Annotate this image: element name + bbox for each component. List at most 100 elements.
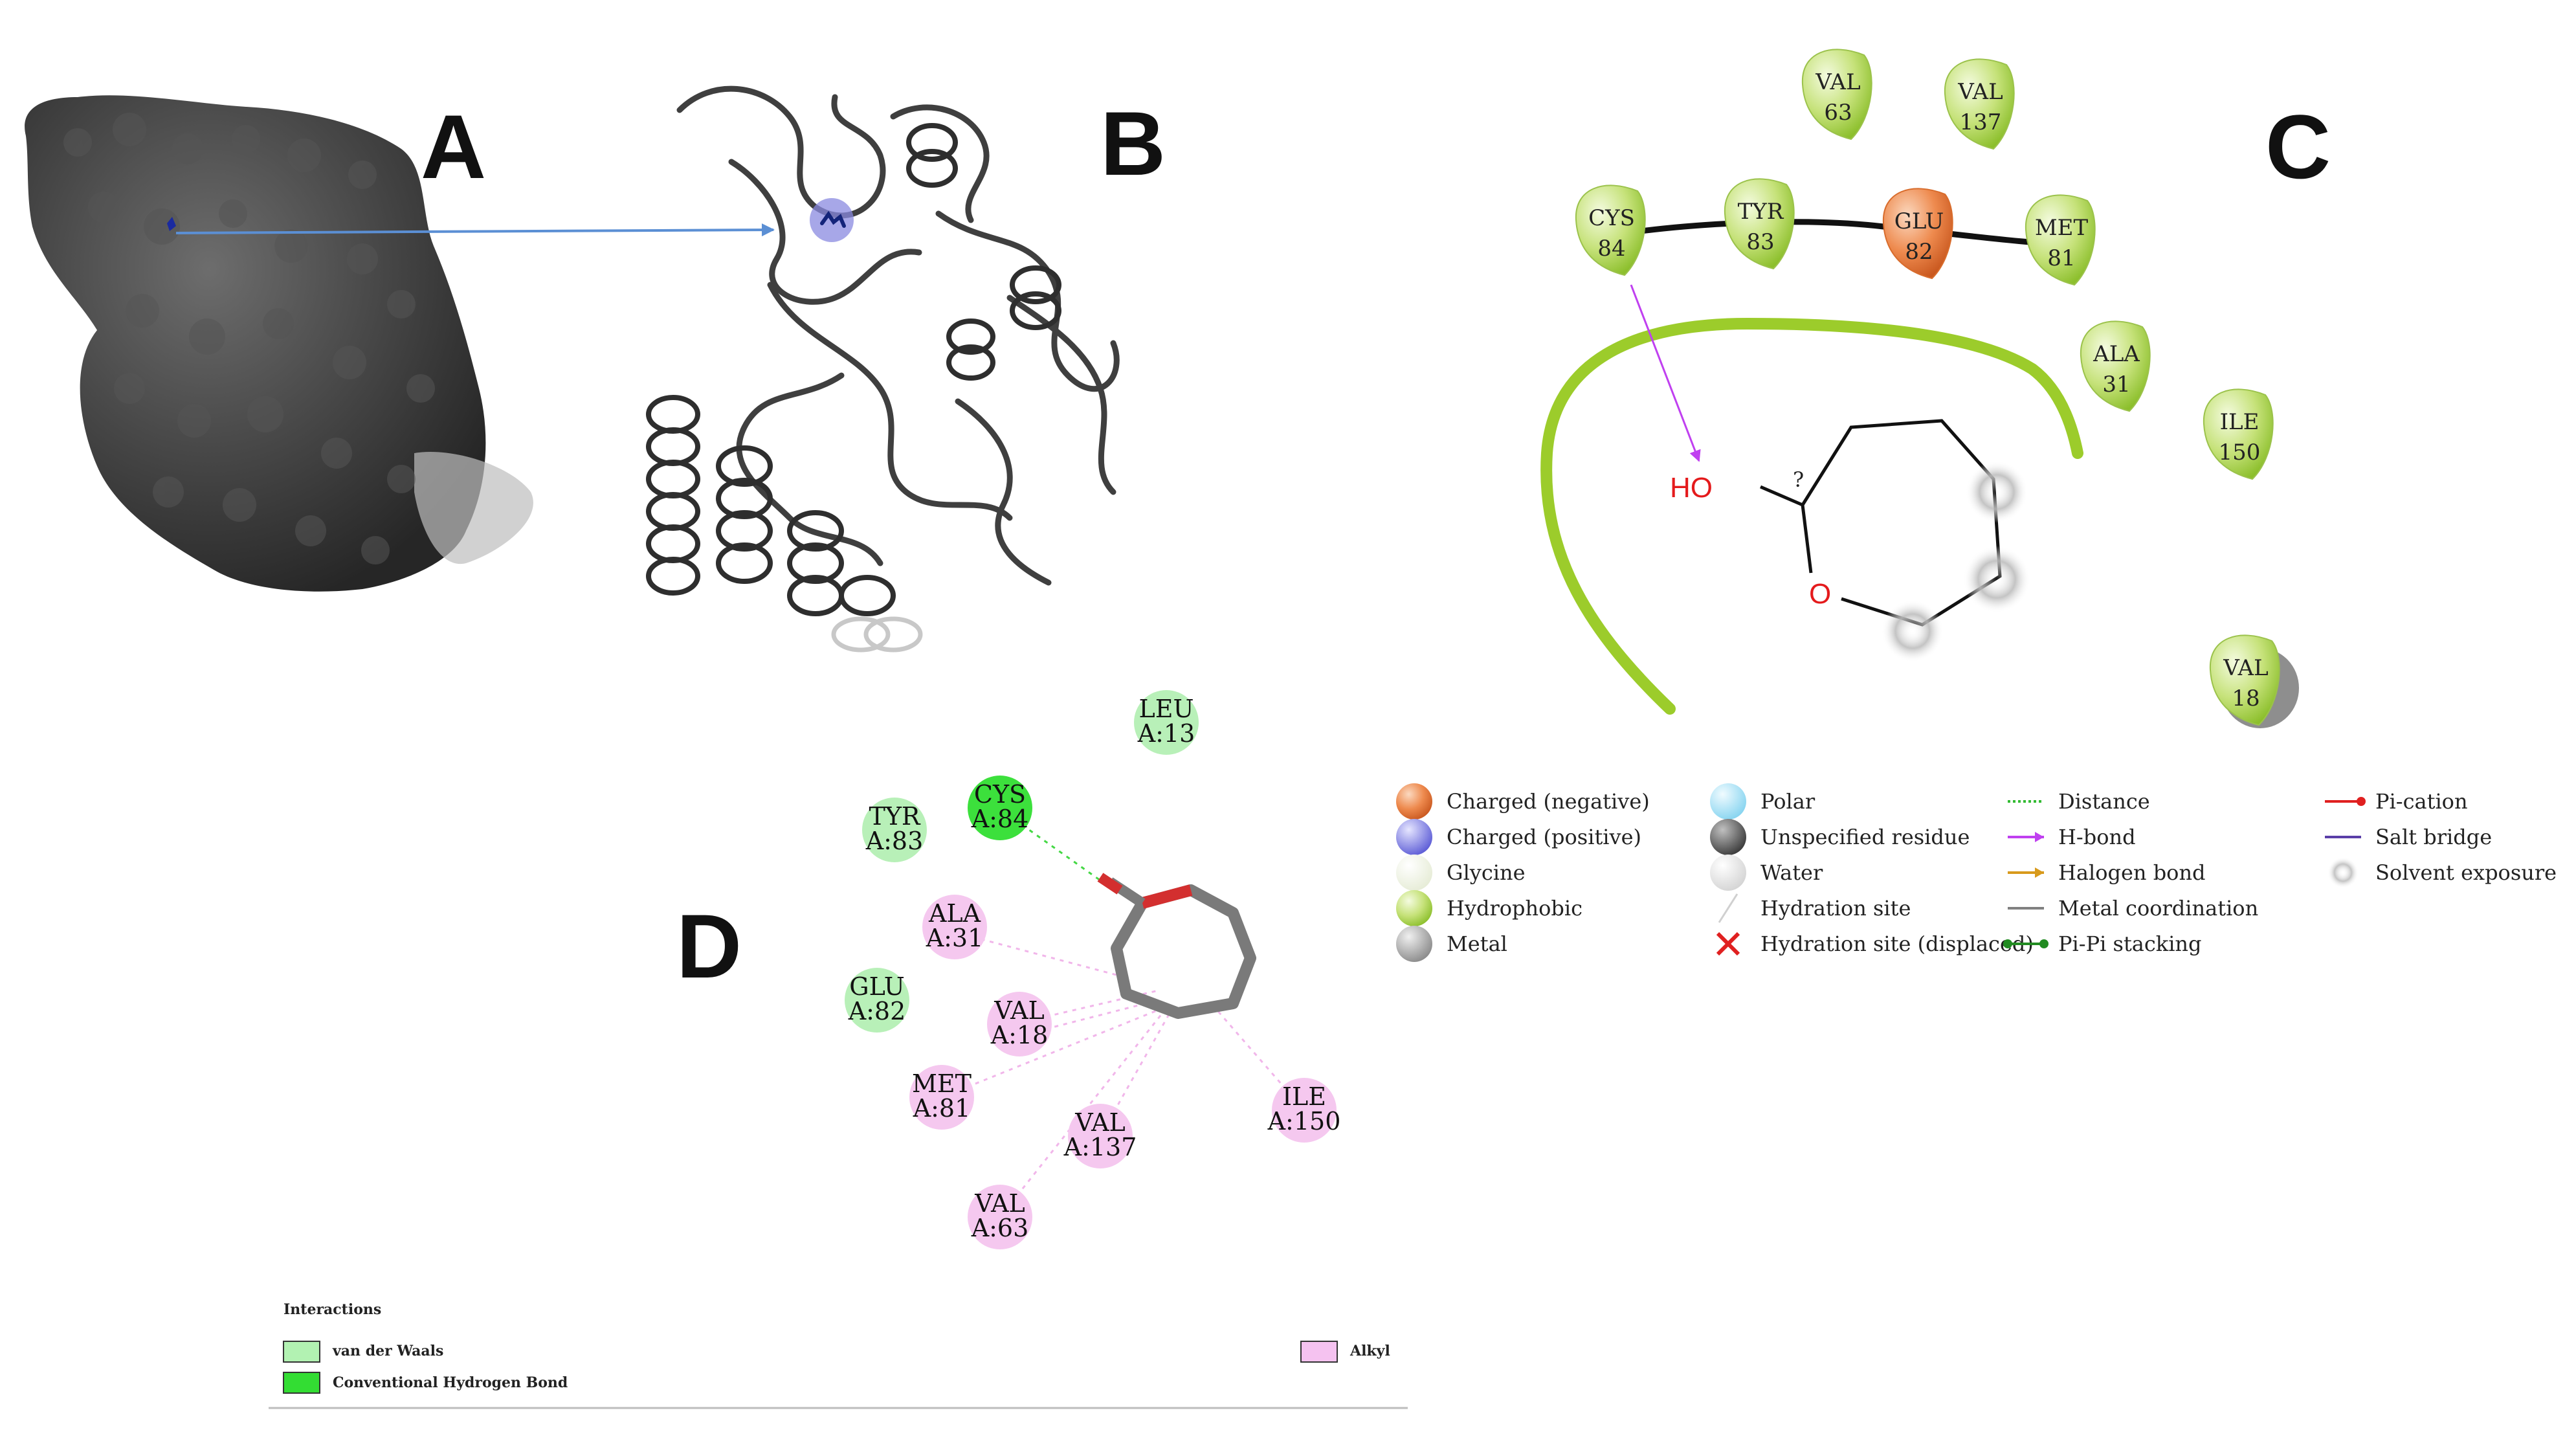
panel-b-protein-ribbon: [646, 85, 1120, 653]
residue-number: 63: [1824, 100, 1852, 126]
ligand-stereo-label: ?: [1793, 467, 1804, 492]
residue-name: MET: [912, 1069, 972, 1098]
legend-item: Distance: [2008, 789, 2150, 814]
legend-label: Hydrophobic: [1447, 896, 1582, 921]
residue-chain: A:18: [990, 1021, 1049, 1049]
legend-label: Water: [1760, 860, 1823, 885]
residue-name: LEU: [1139, 695, 1194, 723]
residue-name: VAL: [1074, 1108, 1126, 1137]
residue-number: 84: [1597, 236, 1625, 262]
hydration-line-icon: [1718, 893, 1738, 923]
residue-name: ALA: [928, 899, 981, 928]
solvent-exposure-halo: [1882, 600, 1944, 662]
grey-sphere-icon: [1396, 926, 1432, 962]
legend-label: Glycine: [1447, 860, 1526, 885]
legend-label: Metal coordination: [2058, 896, 2258, 921]
residue-name: VAL: [974, 1189, 1025, 1218]
panel-c-interaction-diagram: HO O ? VAL63VAL137CYS84TYR83GLU82MET81AL…: [1396, 49, 2557, 962]
residue-name: VAL: [994, 996, 1045, 1025]
panel-label-c: C: [2265, 96, 2331, 197]
legend-item: Unspecified residue: [1710, 819, 1970, 855]
legend-item: Halogen bond: [2008, 860, 2206, 885]
residue-chain: A:137: [1063, 1133, 1137, 1161]
orange-sphere-icon: [1396, 783, 1432, 820]
residue-number: 18: [2232, 686, 2260, 711]
residue-name: VAL: [2223, 655, 2268, 681]
legend-item: Charged (positive): [1396, 819, 1641, 855]
legend-item: Water: [1710, 855, 1823, 891]
legend-item: Pi-Pi stacking: [2003, 932, 2202, 956]
legend-item: Hydration site (displaced): [1716, 932, 2034, 956]
residue-name: GLU: [849, 972, 905, 1001]
residue-val-18: VAL 18: [2209, 634, 2299, 728]
legend-label: Polar: [1760, 789, 1815, 814]
legend-item: Hydrophobic: [1396, 890, 1582, 926]
residue-number: 150: [2219, 440, 2261, 465]
residue-chain: A:31: [926, 924, 984, 952]
legend-label: Hydration site: [1760, 896, 1911, 921]
solvent-exposure-halo: [1966, 461, 2028, 523]
residue-name: ILE: [1282, 1082, 1326, 1111]
residue-number: 82: [1905, 239, 1933, 265]
legend-item: Salt bridge: [2325, 825, 2492, 849]
vdw-legend-label: van der Waals: [332, 1343, 443, 1359]
residue-name: MET: [2035, 215, 2089, 241]
legend-label: Metal: [1447, 932, 1507, 956]
residue-number: 137: [1960, 109, 2002, 135]
panel-a-protein-surface: [25, 95, 775, 592]
ligand-oxygen-label: O: [1809, 578, 1831, 610]
light-sphere-icon: [1710, 855, 1746, 891]
residue-number: 31: [2102, 372, 2130, 397]
residue-name: ILE: [2220, 409, 2260, 435]
residue-chain: A:83: [865, 827, 924, 855]
green-sphere-icon: [1396, 890, 1432, 926]
hbond-legend-label: Conventional Hydrogen Bond: [333, 1374, 568, 1391]
residue-name: CYS: [1588, 205, 1635, 231]
legend-label: Pi-Pi stacking: [2058, 932, 2202, 956]
panel-label-a: A: [421, 96, 486, 197]
legend-item: Pi-cation: [2325, 789, 2468, 814]
residue-name: ALA: [2093, 341, 2140, 367]
ligand-hydroxyl-label: HO: [1670, 472, 1713, 504]
panel-d-legend: Interactions van der Waals Conventional …: [269, 1301, 1408, 1409]
dark-sphere-icon: [1710, 819, 1746, 855]
magenta-arrow-icon: [2008, 832, 2044, 842]
red-x-icon: [1716, 932, 1740, 956]
panel-label-b: B: [1100, 93, 1166, 194]
panel-label-d: D: [676, 895, 742, 997]
residue-name: VAL: [1815, 69, 1860, 95]
solvent-exposure-halo: [1963, 546, 2030, 613]
legend-label: Hydration site (displaced): [1760, 932, 2034, 956]
legend-item: Glycine: [1396, 855, 1526, 891]
legend-label: Charged (positive): [1447, 825, 1641, 849]
legend-item: Metal: [1396, 926, 1507, 962]
vdw-swatch: [283, 1341, 320, 1363]
residue-name: TYR: [1738, 199, 1784, 225]
residue-name: CYS: [974, 780, 1026, 809]
residue-number: 83: [1746, 229, 1774, 255]
legend-item: Charged (negative): [1396, 783, 1650, 820]
residue-val-137: VAL 137: [1944, 58, 2015, 150]
residue-name: TYR: [869, 802, 920, 831]
legend-label: Salt bridge: [2375, 825, 2492, 849]
cyan-sphere-icon: [1710, 783, 1746, 820]
green-dot-line-icon: [2003, 939, 2049, 948]
hbond-swatch: [283, 1372, 320, 1394]
residue-chain: A:150: [1267, 1107, 1341, 1135]
legend-label: Solvent exposure: [2375, 860, 2557, 885]
residue-chain: A:84: [971, 805, 1029, 833]
residue-tyr-83: TYR 83: [1724, 178, 1795, 270]
ligand-structure: [1760, 419, 2002, 627]
legend-item: Polar: [1710, 783, 1815, 820]
grey-halo-icon: [2327, 857, 2359, 888]
residue-ala-31: ALA 31: [2080, 320, 2151, 412]
residue-name: VAL: [1957, 79, 2003, 105]
